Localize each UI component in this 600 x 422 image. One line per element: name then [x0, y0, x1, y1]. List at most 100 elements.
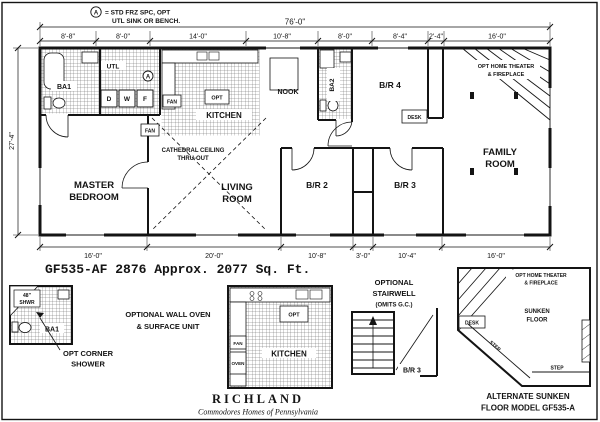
label-theater-2: & FIREPLACE	[488, 72, 525, 78]
dim-bottom-seg-1: 20'-0"	[205, 253, 223, 260]
label-cathedral-1: CATHEDRAL CEILING	[162, 148, 225, 154]
inset-sunken-step-label-2: STEP	[550, 366, 564, 372]
main-plan: MASTER BEDROOM LIVING ROOM FAMILY ROOM B…	[37, 45, 553, 238]
inset-sunken-floor: OPT HOME THEATER & FIREPLACE SUNKEN FLOO…	[457, 267, 591, 413]
inset-sunken-floor-2: FLOOR	[527, 318, 549, 324]
shower-icon	[319, 49, 335, 69]
inset-oven-kitchen-label: KITCHEN	[271, 350, 307, 359]
room-label-ba2: BA2	[329, 78, 336, 91]
speaker-icon	[514, 92, 518, 99]
dimensions-top: 76'-0" 8'-8" 8'-0" 14'-0" 10'-8" 8'-0" 8…	[36, 18, 554, 46]
speaker-icon	[470, 92, 474, 99]
dim-top-total: 76'-0"	[285, 18, 306, 27]
dim-top-seg-2: 14'-0"	[189, 34, 207, 41]
room-label-master-1: MASTER	[74, 180, 114, 191]
desk-icon	[401, 109, 428, 124]
room-label-ba1: BA1	[57, 84, 71, 91]
room-label-br3: B/R 3	[394, 180, 416, 190]
plan-title: GF535-AF 2876 Approx. 2077 Sq. Ft.	[45, 262, 310, 277]
inset-stair-room-label: B/R 3	[403, 368, 421, 375]
kitchen-sink-icon	[208, 51, 220, 61]
label-appliance-w: W	[124, 96, 131, 103]
washer-icon	[118, 89, 136, 108]
oven-box	[229, 351, 247, 375]
plan-option-marker: A	[142, 70, 154, 82]
dim-top-seg-4: 8'-0"	[338, 34, 352, 41]
inset-sunken-caption-1: ALTERNATE SUNKEN	[486, 392, 569, 401]
arrow-icon	[369, 316, 377, 325]
label-appliance-d: D	[107, 96, 112, 103]
inset-sunken-theater-1: OPT HOME THEATER	[515, 273, 567, 279]
brand-name: RICHLAND	[212, 392, 304, 406]
burner-icon	[249, 296, 255, 301]
label-opt: OPT	[211, 96, 223, 102]
arrow-icon	[36, 312, 44, 318]
sink-icon	[57, 289, 70, 300]
dim-bottom-seg-2: 10'-8"	[308, 253, 326, 260]
shower-size-label-1: 48"	[23, 293, 32, 299]
option-note-line1: = STD FRZ SPC, OPT	[105, 10, 170, 17]
sink-icon	[339, 51, 352, 63]
room-label-master-2: BEDROOM	[69, 192, 119, 203]
inset-corner-shower: 48" SHWR BA1 OPT CORNER SHOWER	[9, 285, 114, 369]
nook-table-icon	[269, 57, 299, 91]
dim-top-seg-6: 2'-4"	[429, 34, 443, 41]
room-label-living-2: ROOM	[222, 194, 252, 205]
room-label-br2: B/R 2	[306, 180, 328, 190]
doors	[45, 114, 413, 189]
label-underlays	[51, 60, 540, 120]
kitchen-sink-icon	[196, 51, 208, 61]
dim-top-seg-7: 16'-0"	[488, 34, 506, 41]
dim-left: 27'-4"	[9, 132, 16, 150]
option-note-line2: UTL SINK OR BENCH.	[112, 18, 180, 25]
inset-oven-opt-label: OPT	[288, 313, 300, 319]
dim-top-seg-0: 8'-8"	[61, 34, 75, 41]
option-marker-letter: A	[94, 10, 99, 16]
inset-shower-room-label: BA1	[45, 327, 59, 334]
kitchen-sink-icon	[309, 289, 323, 300]
label-theater-1: OPT HOME THEATER	[478, 64, 534, 70]
interior-walls	[40, 48, 444, 235]
dim-bottom-seg-0: 16'-0"	[84, 253, 102, 260]
dim-bottom-seg-5: 16'-0"	[487, 253, 505, 260]
burner-icon	[257, 291, 263, 296]
room-label-living-1: LIVING	[221, 182, 253, 193]
footer: RICHLAND Commodores Homes of Pennsylvani…	[198, 392, 318, 417]
speaker-icon	[514, 168, 518, 175]
home-theater-area	[461, 47, 551, 121]
room-label-kitchen: KITCHEN	[206, 111, 242, 120]
dryer-icon	[100, 89, 118, 108]
room-label-family-2: ROOM	[485, 159, 515, 170]
dim-top-seg-1: 8'-0"	[116, 34, 130, 41]
fan-box	[162, 94, 182, 108]
inset-sunken-theater-2: & FIREPLACE	[524, 281, 558, 287]
room-label-nook: NOOK	[278, 89, 299, 96]
inset-sunken-desk-label: DESK	[465, 321, 479, 327]
inset-wall-oven: OPTIONAL WALL OVEN & SURFACE UNIT FAN OV…	[125, 285, 333, 389]
option-note: A = STD FRZ SPC, OPT UTL SINK OR BENCH.	[90, 6, 180, 25]
inset-stair-caption-1: OPTIONAL	[375, 278, 414, 287]
label-fan-1: FAN	[167, 100, 177, 106]
inset-sunken-caption-2: FLOOR MODEL GF535-A	[481, 404, 575, 413]
dim-bottom-seg-4: 10'-4"	[398, 253, 416, 260]
shower-size-label-2: SHWR	[19, 300, 35, 306]
toilet-icon	[52, 97, 66, 109]
brand-tagline: Commodores Homes of Pennsylvania	[198, 408, 318, 417]
fireplace-icon	[581, 319, 591, 363]
dim-bottom-seg-3: 3'-0"	[356, 253, 370, 260]
toilet-icon	[327, 99, 339, 112]
option-marker-icon	[142, 70, 154, 82]
room-label-br4: B/R 4	[379, 80, 401, 90]
inset-stair-caption-2: STAIRWELL	[372, 289, 415, 298]
dimensions-bottom: 16'-0" 20'-0" 10'-8" 3'-0" 10'-4" 16'-0"	[36, 237, 554, 260]
fixtures	[43, 49, 518, 175]
inset-oven-fan-label: FAN	[233, 341, 243, 346]
room-labels: MASTER BEDROOM LIVING ROOM FAMILY ROOM B…	[57, 64, 534, 206]
fan-box	[140, 123, 160, 137]
speaker-icon	[470, 168, 474, 175]
label-desk: DESK	[408, 115, 422, 121]
inset-stairwell: OPTIONAL STAIRWELL (OMITS G.C.) B/R 3	[351, 278, 438, 377]
cathedral-ceiling-lines	[151, 117, 267, 231]
